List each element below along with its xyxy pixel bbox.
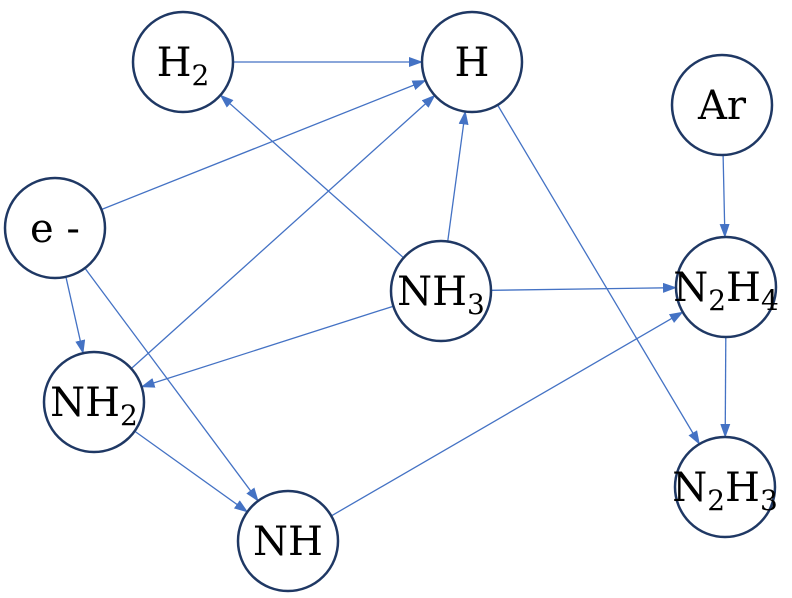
edge-e-to-nh <box>84 267 259 502</box>
edge-nh2-to-h <box>130 94 436 370</box>
node-n2h3-circle <box>673 435 777 539</box>
node-n2h4-subscript: 2 <box>708 284 726 317</box>
edge-h-to-n2h3 <box>497 104 700 445</box>
node-n2h3: N2H3 <box>672 435 778 539</box>
node-n2h4: N2H4 <box>673 235 779 339</box>
node-h2-circle <box>131 10 235 114</box>
node-h2-subscript: 2 <box>192 59 210 92</box>
node-h-text: H <box>455 40 490 86</box>
node-nh3-label: NH3 <box>397 269 485 321</box>
node-n2h3-label: N2H3 <box>672 465 778 517</box>
node-h: H <box>420 10 524 114</box>
edge-nh3-to-h2 <box>219 94 405 259</box>
node-nh-text: NH <box>253 519 323 565</box>
edge-ar-to-n2h4 <box>719 154 730 238</box>
edge-e-to-h <box>101 79 427 211</box>
node-nh2-text: NH <box>50 380 120 426</box>
node-h-label: H <box>455 40 490 86</box>
edge-nh3-to-h <box>447 110 469 242</box>
edge-n2h4-to-n2h3 <box>720 336 731 438</box>
edge-nh-to-n2h4 <box>330 311 684 517</box>
node-h2-text: H <box>157 40 192 86</box>
node-electron-text: e - <box>30 206 80 252</box>
node-nh3-subscript: 3 <box>467 288 485 321</box>
node-electron-circle <box>3 176 107 280</box>
node-nh3-text: NH <box>397 269 467 315</box>
node-ar-text: Ar <box>697 83 747 129</box>
node-n2h3-subscript: 2 <box>707 484 725 517</box>
node-ar-circle <box>670 53 774 157</box>
node-nh: NH <box>236 489 340 593</box>
edge-e-to-nh2 <box>65 276 86 355</box>
node-h-circle <box>420 10 524 114</box>
node-nh3: NH3 <box>389 239 493 343</box>
edge-nh3-to-nh2 <box>140 305 394 388</box>
node-nh3-circle <box>389 239 493 343</box>
node-n2h4-label: N2H4 <box>673 265 779 317</box>
node-electron-label: e - <box>30 206 80 252</box>
node-nh2-subscript: 2 <box>120 399 138 432</box>
node-nh2-circle <box>42 350 146 454</box>
node-n2h4-text: N <box>673 265 708 311</box>
node-n2h3-subscript: 3 <box>760 484 778 517</box>
node-h2: H2 <box>131 10 235 114</box>
node-n2h4-text: H <box>726 265 761 311</box>
node-n2h4-circle <box>674 235 778 339</box>
edge-nh3-to-n2h4 <box>490 282 677 293</box>
node-nh-circle <box>236 489 340 593</box>
node-h2-label: H2 <box>157 40 210 92</box>
node-n2h4-subscript: 4 <box>761 284 779 317</box>
edge-nh2-to-nh <box>134 430 249 513</box>
node-ar-label: Ar <box>697 83 747 129</box>
node-n2h3-text: H <box>725 465 760 511</box>
node-n2h3-text: N <box>672 465 707 511</box>
node-ar: Ar <box>670 53 774 157</box>
edges-layer <box>65 57 731 517</box>
node-nh2-label: NH2 <box>50 380 138 432</box>
node-nh-label: NH <box>253 519 323 565</box>
node-nh2: NH2 <box>42 350 146 454</box>
node-electron: e - <box>3 176 107 280</box>
